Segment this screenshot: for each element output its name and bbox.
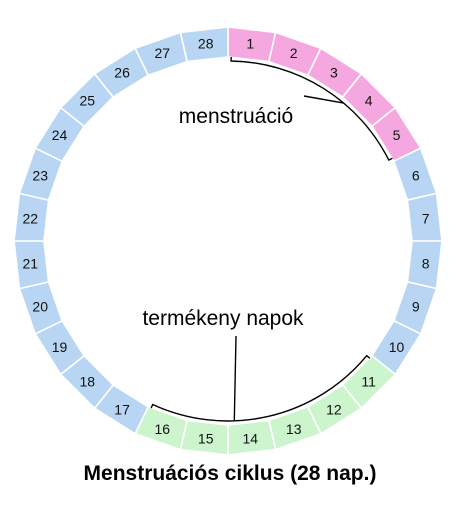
day-label-28: 28 — [198, 35, 214, 51]
day-label-7: 7 — [422, 211, 430, 227]
fertile-bracket — [150, 335, 371, 422]
day-label-24: 24 — [52, 127, 68, 143]
menstruation-label: menstruáció — [179, 105, 293, 128]
menstruation-bracket — [230, 56, 393, 162]
day-segment-28 — [179, 26, 229, 63]
day-label-12: 12 — [326, 402, 342, 418]
day-label-20: 20 — [32, 299, 48, 315]
day-label-21: 21 — [23, 255, 39, 271]
day-label-5: 5 — [393, 127, 401, 143]
day-label-8: 8 — [422, 255, 430, 271]
day-label-3: 3 — [330, 65, 338, 81]
day-label-22: 22 — [23, 211, 39, 227]
day-label-10: 10 — [389, 339, 405, 355]
day-label-15: 15 — [198, 431, 214, 447]
day-label-16: 16 — [155, 421, 171, 437]
diagram-caption: Menstruációs ciklus (28 nap.) — [83, 462, 377, 485]
day-label-25: 25 — [80, 92, 96, 108]
day-label-26: 26 — [114, 65, 130, 81]
day-label-9: 9 — [412, 299, 420, 315]
day-label-13: 13 — [286, 421, 302, 437]
day-label-6: 6 — [412, 167, 420, 183]
day-label-19: 19 — [52, 339, 68, 355]
day-label-18: 18 — [80, 374, 96, 390]
day-ring — [13, 26, 443, 456]
day-labels: 1234567891011121314151617181920212223242… — [23, 35, 430, 446]
day-label-17: 17 — [114, 402, 130, 418]
day-label-4: 4 — [365, 92, 373, 108]
day-label-14: 14 — [243, 431, 259, 447]
day-label-2: 2 — [290, 45, 298, 61]
day-label-1: 1 — [246, 35, 254, 51]
day-label-11: 11 — [361, 374, 376, 390]
day-label-23: 23 — [32, 167, 48, 183]
fertile-days-label: termékeny napok — [142, 307, 304, 330]
day-label-27: 27 — [155, 45, 171, 61]
